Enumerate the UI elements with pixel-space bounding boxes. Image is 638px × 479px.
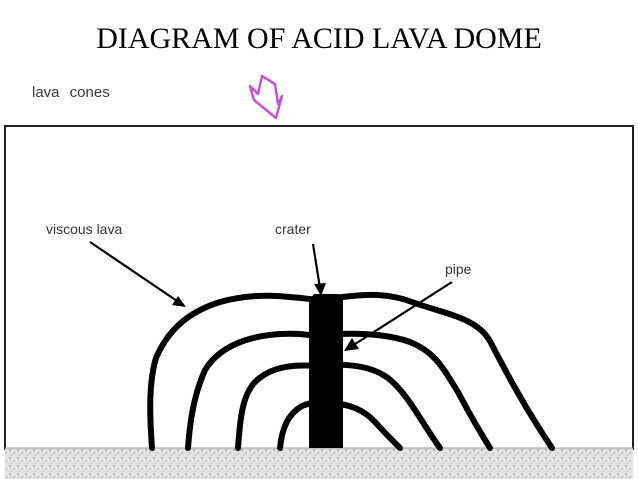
hollow-down-arrow-icon [248, 74, 284, 120]
diagram-frame [4, 125, 634, 450]
pipe-arrowhead [344, 338, 359, 351]
diagram-subtitle: lava cones [32, 84, 110, 101]
ground-layer [5, 448, 633, 479]
label-crater: crater [275, 221, 311, 237]
pipe-pointer [351, 281, 453, 347]
crater-opening [309, 294, 343, 300]
viscous-lava-pointer [89, 241, 181, 304]
label-pipe: pipe [445, 261, 472, 277]
lava-layer-1 [147, 291, 555, 451]
diagram-title: DIAGRAM OF ACID LAVA DOME [96, 22, 542, 55]
volcanic-pipe [309, 300, 343, 448]
crater-arrowhead [314, 283, 326, 296]
viscous-lava-arrowhead [172, 296, 186, 307]
label-viscous-lava: viscous lava [46, 221, 122, 237]
lava-layer-2 [185, 330, 493, 451]
crater-pointer [311, 243, 322, 289]
